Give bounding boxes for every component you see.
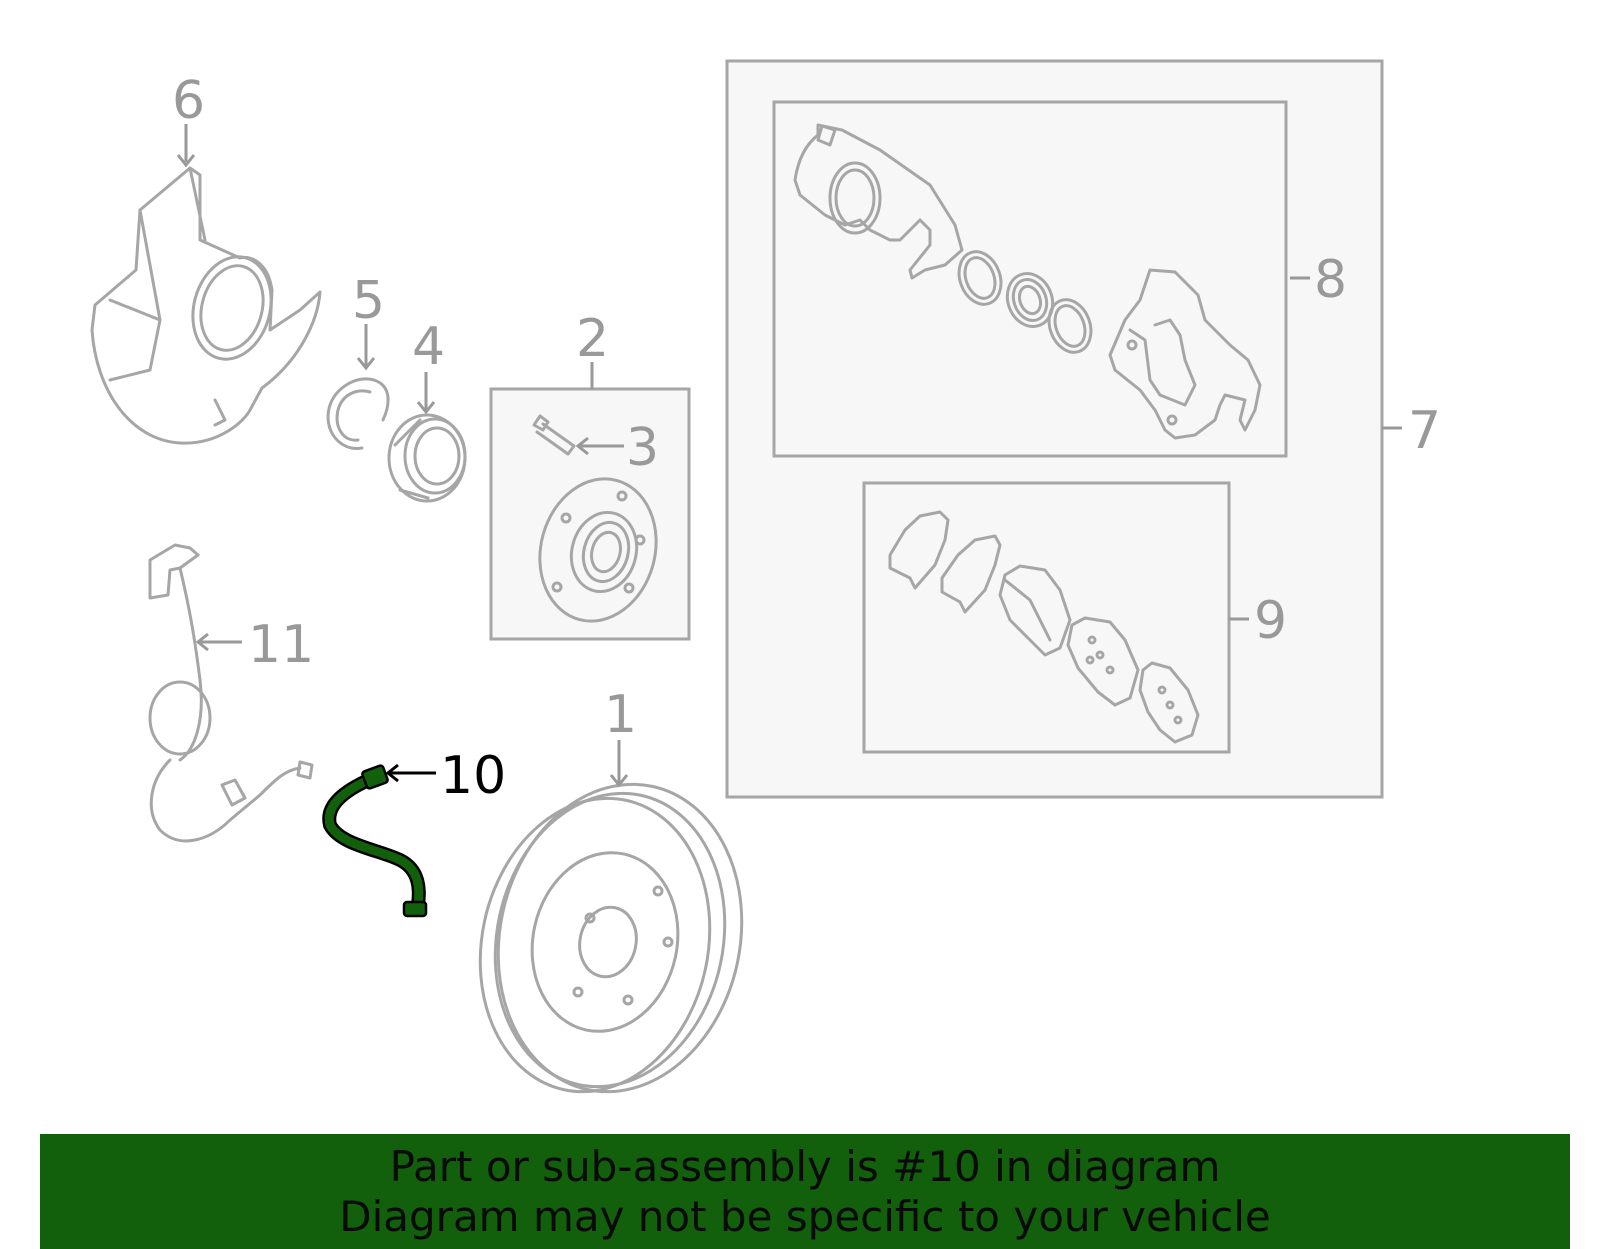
brake-rotor-part-1[interactable] — [454, 761, 770, 1114]
caliper-bracket[interactable] — [1108, 268, 1262, 440]
brake-pads-part-9[interactable] — [888, 510, 1200, 744]
parts-diagram: 6 5 4 2 3 8 7 9 1 11 10 — [90, 59, 1441, 1114]
leader-lines — [176, 124, 1402, 788]
assembly-box-9 — [862, 481, 1231, 754]
banner-line-2: Diagram may not be specific to your vehi… — [339, 1191, 1271, 1241]
hub-bolt-part-3[interactable] — [532, 414, 576, 456]
callout-3: 3 — [626, 418, 659, 478]
callout-10: 10 — [440, 746, 506, 806]
banner-line-1: Part or sub-assembly is #10 in diagram — [389, 1141, 1221, 1191]
callout-6: 6 — [172, 71, 205, 131]
callout-5: 5 — [352, 271, 385, 331]
callout-8: 8 — [1314, 250, 1347, 310]
wheel-hub-part-2[interactable] — [524, 466, 671, 635]
dust-shield-part-6[interactable] — [90, 166, 322, 445]
callout-1: 1 — [604, 685, 637, 745]
callout-4: 4 — [412, 317, 445, 377]
wheel-bearing-part-4[interactable] — [387, 413, 467, 503]
caliper-part-8[interactable] — [793, 123, 1098, 358]
snap-ring-part-5[interactable] — [326, 377, 390, 450]
brake-hose-part-10[interactable] — [322, 764, 428, 918]
callout-2: 2 — [576, 309, 609, 369]
callout-9: 9 — [1254, 591, 1287, 651]
callout-7: 7 — [1408, 401, 1441, 461]
callout-11: 11 — [248, 615, 314, 675]
assembly-box-2 — [489, 387, 691, 641]
abs-sensor-part-11[interactable] — [148, 543, 314, 843]
info-banner: Part or sub-assembly is #10 in diagram D… — [40, 1134, 1570, 1249]
